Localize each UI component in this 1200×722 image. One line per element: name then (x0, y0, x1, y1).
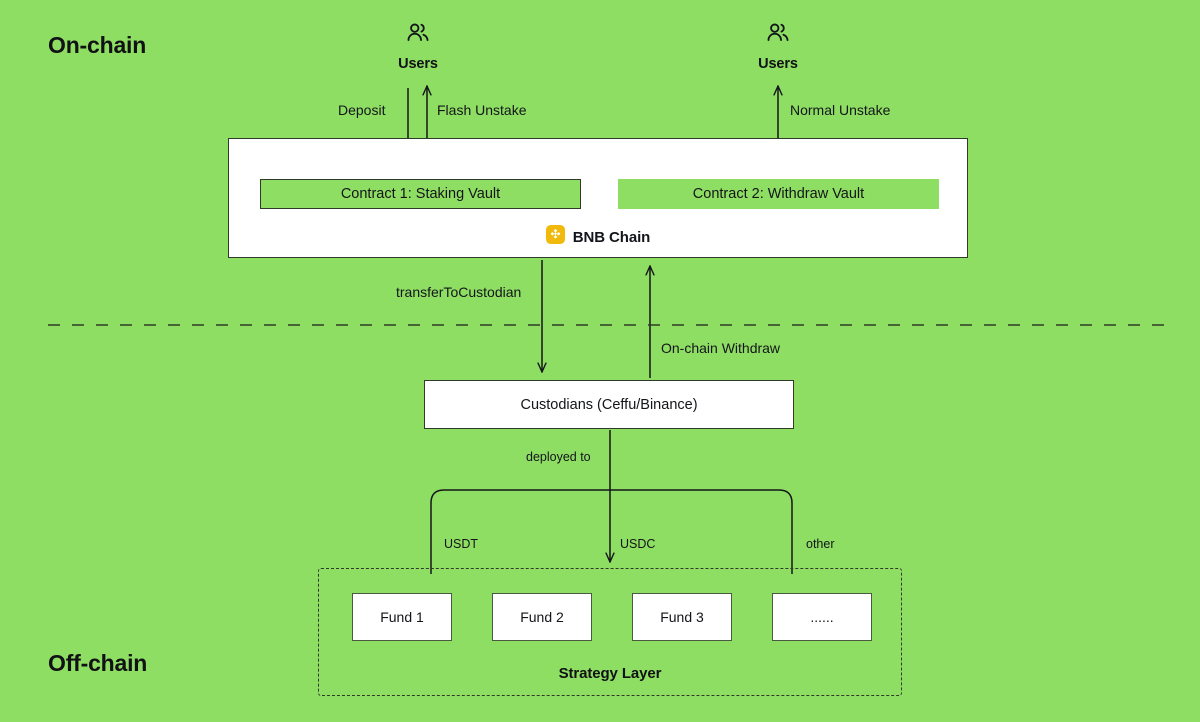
users-left-label: Users (398, 56, 438, 72)
strategy-layer-caption: Strategy Layer (558, 665, 662, 682)
contract-2-withdraw-vault[interactable]: Contract 2: Withdraw Vault (618, 179, 939, 209)
users-right-label: Users (758, 56, 798, 72)
fund-more-box[interactable]: ...... (772, 593, 872, 641)
edge-label-on-chain-withdraw: On-chain Withdraw (661, 340, 781, 356)
fund-row: Fund 1 Fund 2 Fund 3 ...... (352, 593, 872, 641)
strategy-layer-group: Fund 1 Fund 2 Fund 3 ...... Strategy Lay… (318, 568, 902, 696)
edge-label-usdt: USDT (444, 537, 479, 551)
edge-label-normal-unstake: Normal Unstake (790, 102, 891, 118)
fund-1-box[interactable]: Fund 1 (352, 593, 452, 641)
edge-label-deposit: Deposit (338, 102, 386, 118)
edge-label-transfer-to-custodian: transferToCustodian (396, 284, 522, 300)
onchain-section-title: On-chain (48, 32, 147, 58)
fund-3-box[interactable]: Fund 3 (632, 593, 732, 641)
contract-1-staking-vault[interactable]: Contract 1: Staking Vault (260, 179, 581, 209)
users-icon (404, 20, 432, 51)
bnb-chain-logo-icon (545, 225, 565, 249)
edge-label-deployed-to: deployed to (526, 450, 591, 464)
bnb-chain-container: Contract 1: Staking Vault Contract 2: Wi… (228, 138, 968, 258)
edge-label-flash-unstake: Flash Unstake (437, 102, 527, 118)
users-icon (764, 20, 792, 51)
actor-users-left: Users (358, 20, 478, 72)
fund-branch-bus (430, 489, 793, 574)
edge-label-usdc: USDC (620, 537, 656, 551)
custodians-node[interactable]: Custodians (Ceffu/Binance) (424, 380, 794, 429)
bnb-chain-brand: BNB Chain (229, 225, 967, 249)
offchain-section-title: Off-chain (48, 650, 148, 676)
bnb-chain-label: BNB Chain (572, 228, 651, 246)
fund-2-box[interactable]: Fund 2 (492, 593, 592, 641)
actor-users-right: Users (718, 20, 838, 72)
edge-label-other: other (806, 537, 835, 551)
